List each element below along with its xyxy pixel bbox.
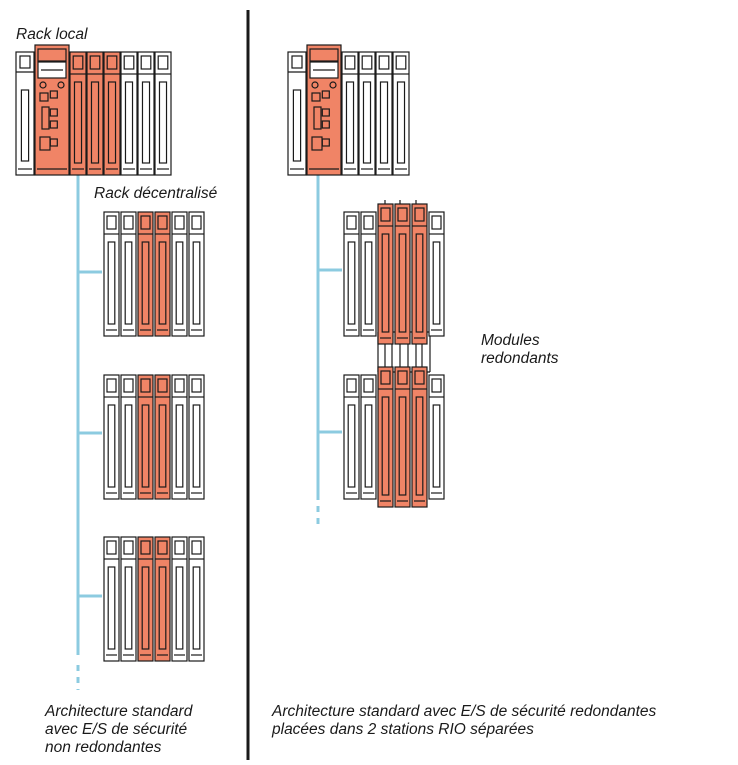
remote-rack-2 (103, 374, 205, 500)
modules-redondants-label-line1: Modules (481, 332, 540, 349)
modules-redondants-label-line2: redondants (481, 350, 559, 367)
caption-left-line2: avec E/S de sécurité (45, 721, 188, 738)
rack-decentralise-label: Rack décentralisé (94, 185, 218, 202)
caption-right-line2: placées dans 2 stations RIO séparées (272, 721, 534, 738)
local-rack-right (287, 44, 410, 176)
remote-rack-redundant-2 (343, 366, 445, 508)
remote-rack-1 (103, 211, 205, 337)
local-rack-left (15, 44, 172, 176)
caption-right-line1: Architecture standard avec E/S de sécuri… (272, 703, 657, 720)
remote-rack-3 (103, 536, 205, 662)
remote-rack-redundant-1 (343, 203, 445, 345)
caption-left-line3: non redondantes (45, 739, 162, 756)
rack-local-label: Rack local (16, 26, 88, 43)
caption-left-line1: Architecture standard (45, 703, 193, 720)
